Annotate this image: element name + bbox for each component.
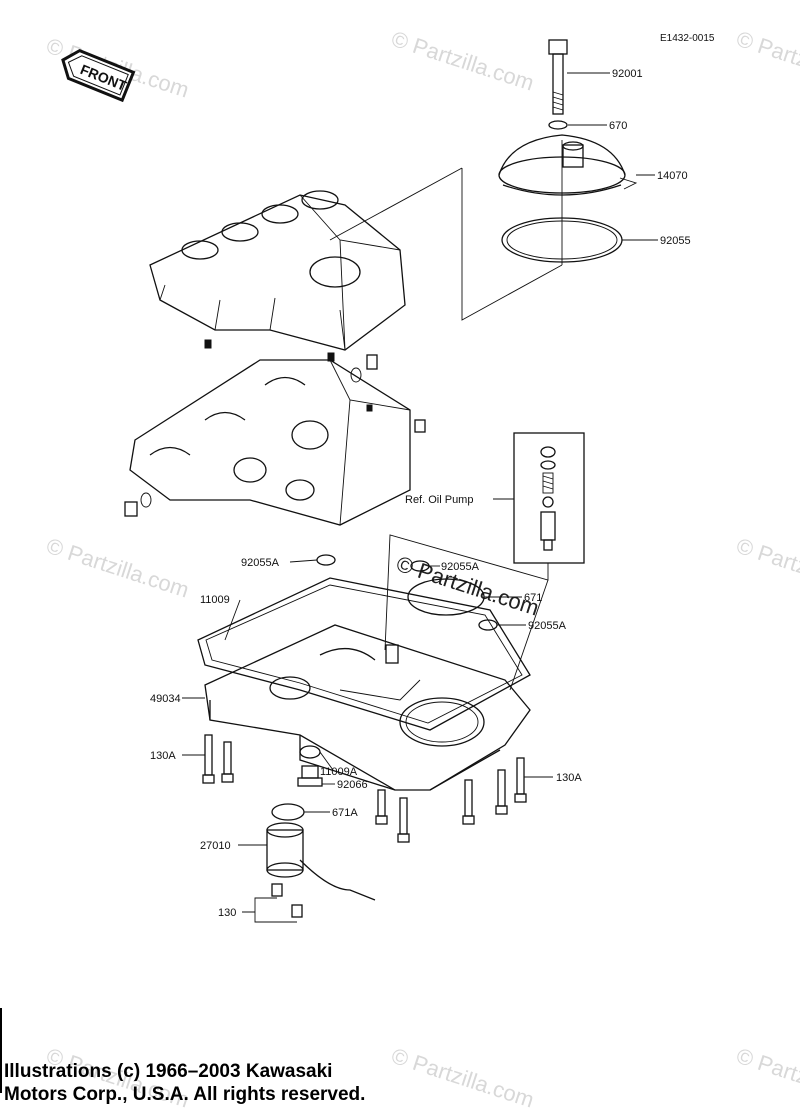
label-671a: 671A [332,807,358,819]
callout-leaders [182,72,658,923]
bolts-130a-left [182,734,234,784]
label-671: 671 [524,592,542,604]
leader-line [509,579,549,691]
bolts-130a-right [375,757,553,843]
watermark: © Partzilla.com [733,1043,800,1113]
leader-frame [384,534,549,651]
upper-crankcase [149,190,406,351]
watermark: © Partzilla.com [733,26,800,96]
lower-crankcase [129,359,411,526]
label-130a-left: 130A [150,750,176,762]
label-92055a-mid: 92055A [441,561,480,573]
copyright-notice: Illustrations (c) 1966–2003 Kawasaki Mot… [4,1060,524,1106]
copyright-line-2: Motors Corp., U.S.A. All rights reserved… [4,1084,366,1105]
label-ref-oil-pump: Ref. Oil Pump [405,494,473,506]
leader-frame [461,168,563,321]
gasket-92055a [316,554,336,566]
oil-pan-gasket-11009 [197,577,531,731]
copyright-line-1: Illustrations (c) 1966–2003 Kawasaki [4,1061,333,1082]
oil-pan-49034 [204,624,531,791]
filter-cover-14070 [498,134,638,196]
front-arrow-icon: FRONT [61,48,136,103]
oil-pump-ref-box: Ref. Oil Pump [405,432,585,564]
drain-plug-92066 [297,765,323,787]
label-49034: 49034 [150,693,181,705]
label-92055: 92055 [660,235,691,247]
watermark: © Partzilla.com [388,26,537,96]
label-92001: 92001 [612,68,643,80]
watermark: © Partzilla.com [43,533,192,603]
label-92066: 92066 [337,779,368,791]
label-130a-right: 130A [556,772,582,784]
label-11009a: 11009A [320,766,358,778]
label-92055a-left: 92055A [241,557,280,569]
leader-line [329,167,463,241]
label-92055a-right: 92055A [528,620,567,632]
label-130: 130 [218,907,236,919]
label-670: 670 [609,120,627,132]
left-edge-bar [0,1008,2,1093]
label-14070: 14070 [657,170,688,182]
fitting-parts [124,339,426,517]
washer-670 [548,120,568,130]
label-11009: 11009 [200,594,230,606]
watermark: © Partzilla.com [733,533,800,603]
bolt-92001 [548,39,568,115]
washer-11009a [299,745,321,759]
gasket-92055a [478,619,498,631]
oring-671a [271,803,305,821]
oil-pressure-switch-27010 [266,822,376,918]
label-27010: 27010 [200,840,231,852]
diagram-id: E1432-0015 [660,33,715,44]
